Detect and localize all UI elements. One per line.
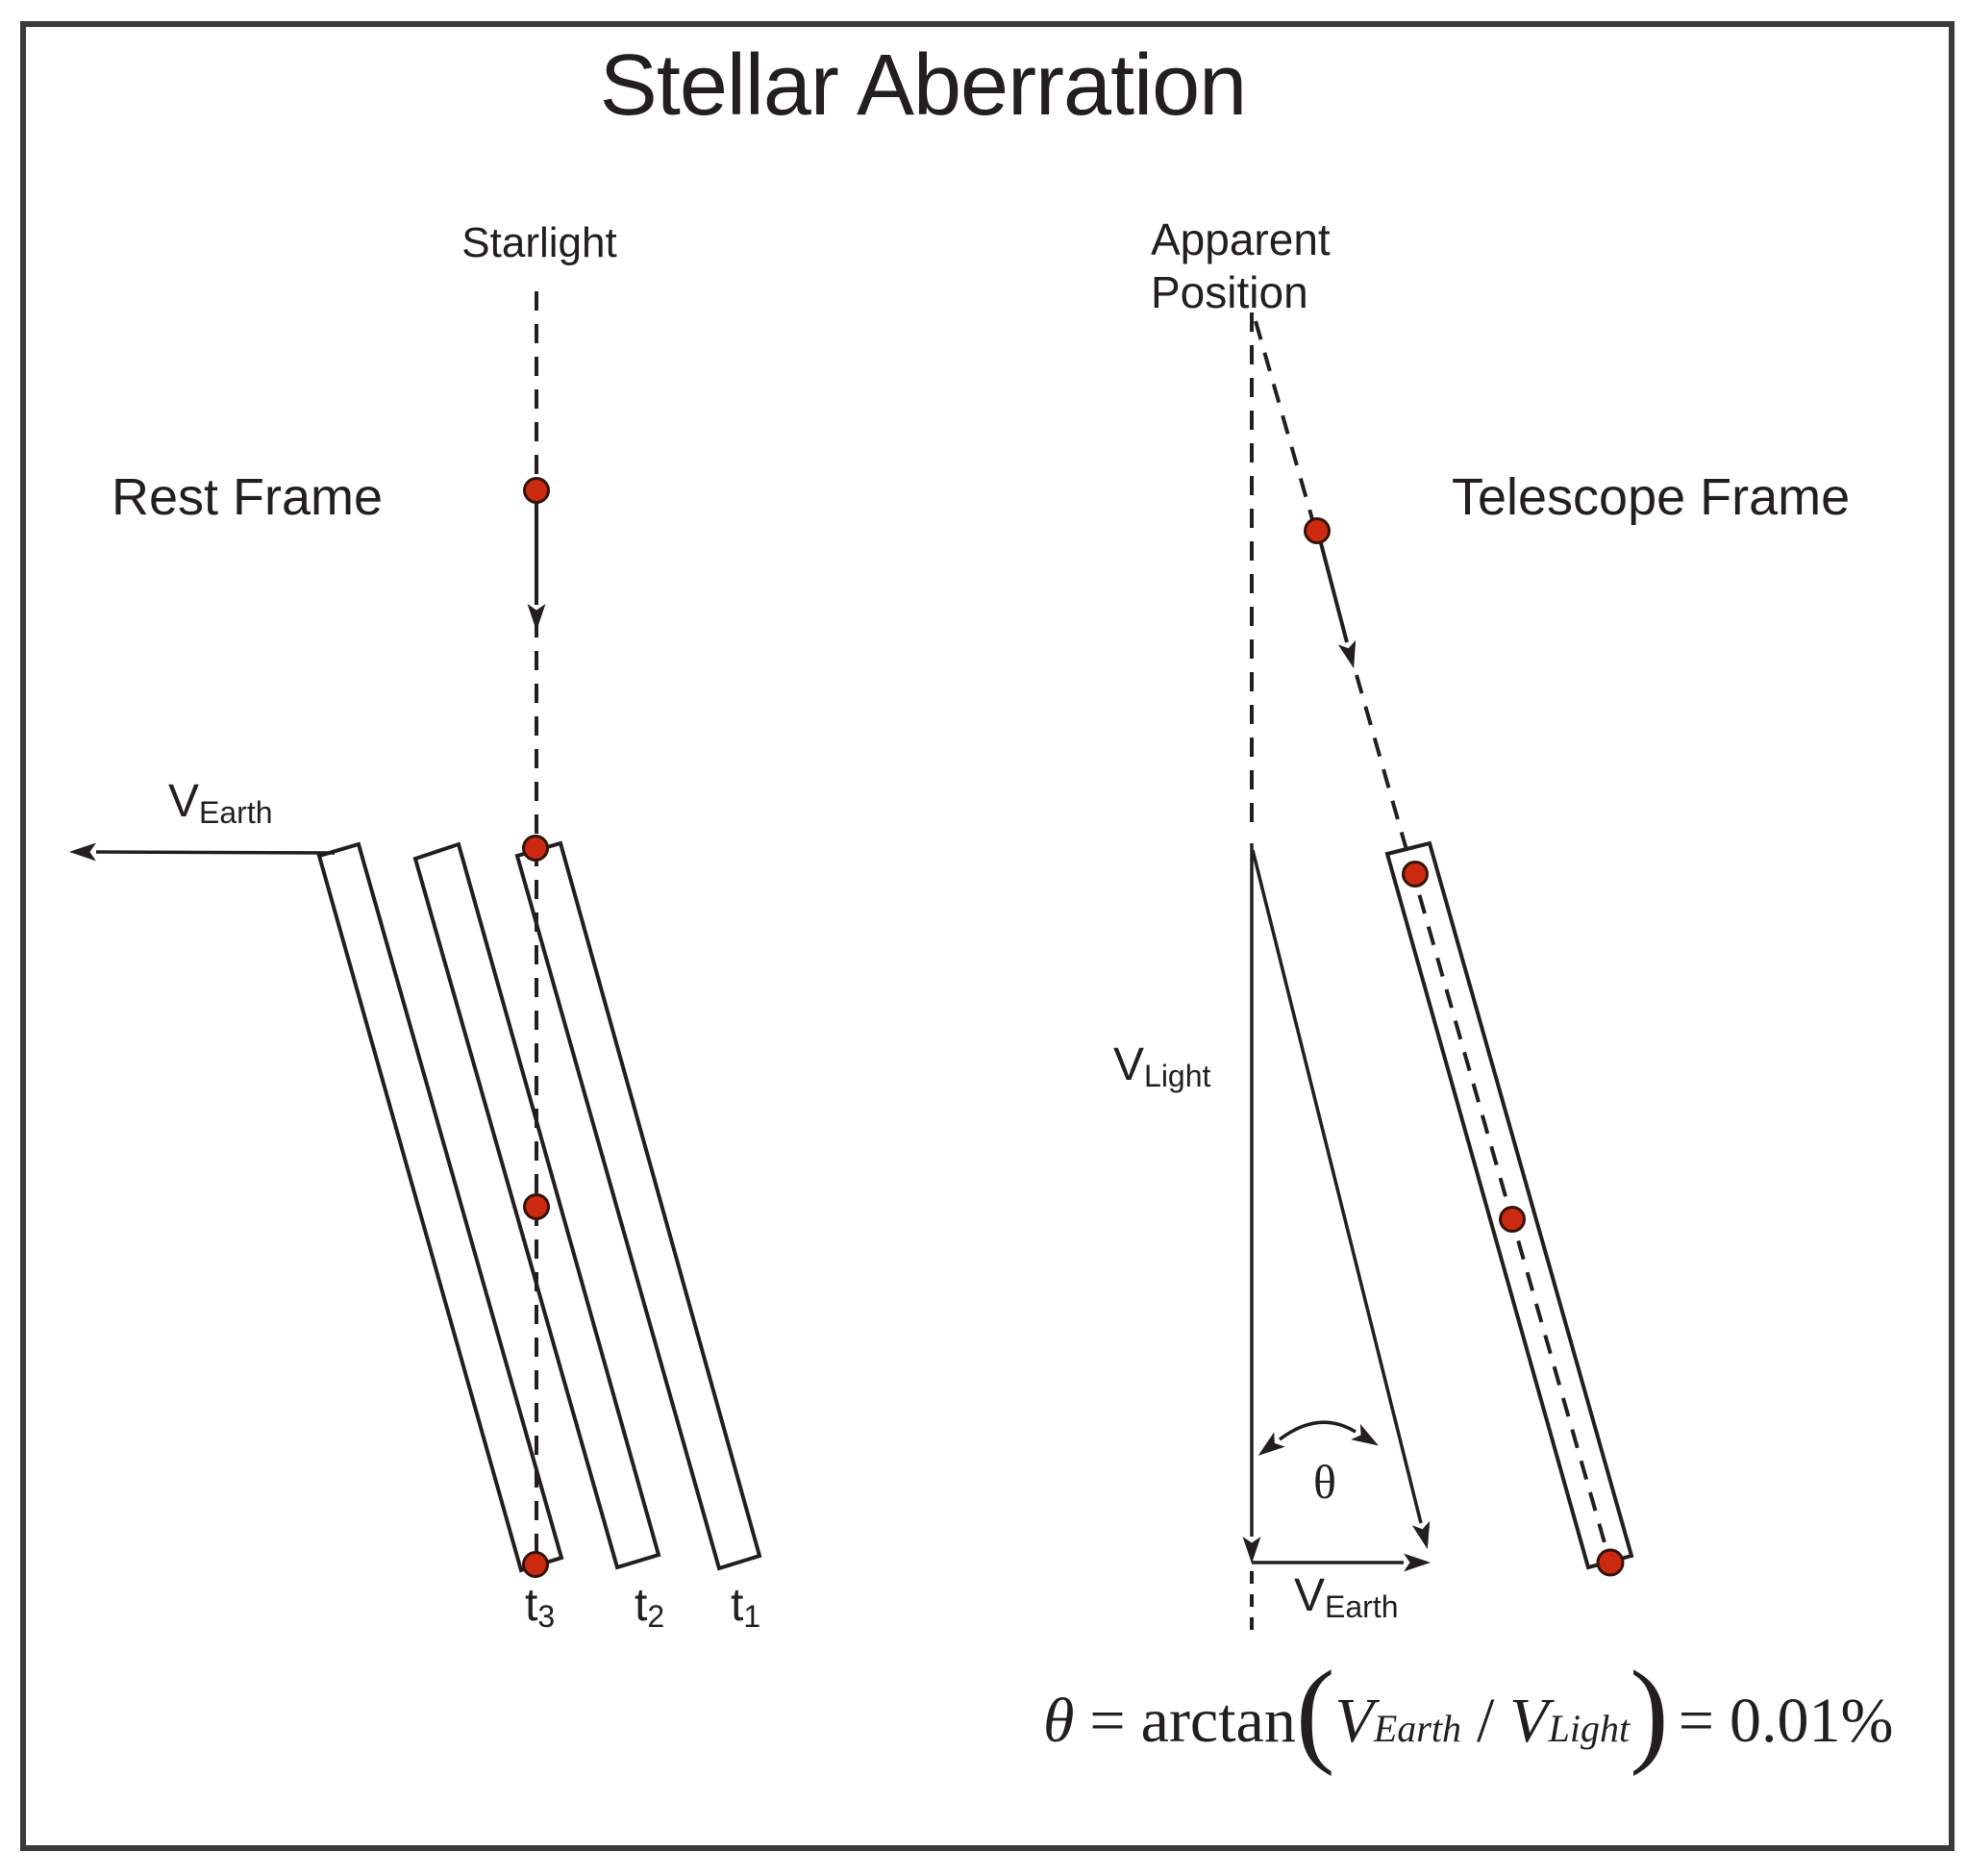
photon-dot-rest-2 xyxy=(522,835,549,862)
v-sub: Light xyxy=(1144,1059,1211,1094)
formula-v-light: V xyxy=(1509,1686,1549,1756)
light-velocity-label: VLight xyxy=(1113,1038,1210,1094)
photon-dot-rest-3 xyxy=(523,1193,550,1220)
photon-dot-rest-4 xyxy=(522,1551,549,1578)
theta-angle-label: θ xyxy=(1313,1455,1336,1509)
formula-v-light-sub: Light xyxy=(1548,1707,1631,1750)
time-label-t1: t1 xyxy=(731,1579,760,1635)
formula-equals: = xyxy=(1089,1686,1126,1756)
formula-result: 0.01% xyxy=(1729,1686,1894,1756)
t-base: t xyxy=(635,1580,648,1631)
photon-dot-telescope-3 xyxy=(1499,1206,1526,1233)
v-sub: Earth xyxy=(199,795,273,831)
formula-arctan: arctan xyxy=(1140,1686,1296,1756)
formula-slash: / xyxy=(1476,1686,1495,1756)
rest-frame-label: Rest Frame xyxy=(112,468,384,526)
time-label-t2: t2 xyxy=(635,1579,664,1635)
v-base: V xyxy=(1113,1039,1145,1090)
time-label-t3: t3 xyxy=(525,1579,555,1635)
earth-velocity-label-left: VEarth xyxy=(168,775,273,831)
t-sub: 2 xyxy=(647,1599,665,1635)
formula-v-earth: V xyxy=(1334,1686,1374,1756)
aberrated-light-dashed-upper xyxy=(1254,320,1316,527)
t-sub: 3 xyxy=(537,1599,556,1635)
formula-v-earth-sub: Earth xyxy=(1373,1707,1461,1750)
t-sub: 1 xyxy=(743,1599,761,1635)
apparent-position-label: Apparent Position xyxy=(1151,213,1331,319)
aberrated-light-dashed-lower xyxy=(1355,674,1609,1554)
t-base: t xyxy=(525,1580,538,1631)
telescope-tube-right xyxy=(1384,840,1634,1570)
formula-equals2: = xyxy=(1678,1686,1714,1756)
earth-velocity-label-right: VEarth xyxy=(1294,1569,1399,1625)
photon-dot-telescope-4 xyxy=(1596,1548,1625,1577)
photon-dot-telescope-2 xyxy=(1402,861,1429,888)
earth-velocity-arrow-left xyxy=(69,842,336,862)
figure-border xyxy=(20,21,1955,1851)
v-base: V xyxy=(168,776,200,827)
theta-angle-arc xyxy=(1257,1420,1379,1456)
t-base: t xyxy=(731,1580,744,1631)
apparent-label-line2: Position xyxy=(1151,267,1308,317)
photon-dot-telescope-1 xyxy=(1304,517,1331,544)
apparent-label-line1: Apparent xyxy=(1151,214,1331,264)
aberrated-light-direction-arrow xyxy=(1319,542,1357,669)
starlight-label: Starlight xyxy=(461,219,617,266)
resultant-vector-arrow xyxy=(1251,849,1431,1550)
telescope-tube-t3 xyxy=(316,841,564,1573)
page-title: Stellar Aberration xyxy=(599,38,1247,134)
formula-theta: θ xyxy=(1043,1686,1075,1756)
photon-dot-rest-1 xyxy=(523,477,550,504)
v-base: V xyxy=(1294,1570,1326,1621)
v-sub: Earth xyxy=(1325,1589,1399,1625)
telescope-frame-label: Telescope Frame xyxy=(1452,468,1851,526)
